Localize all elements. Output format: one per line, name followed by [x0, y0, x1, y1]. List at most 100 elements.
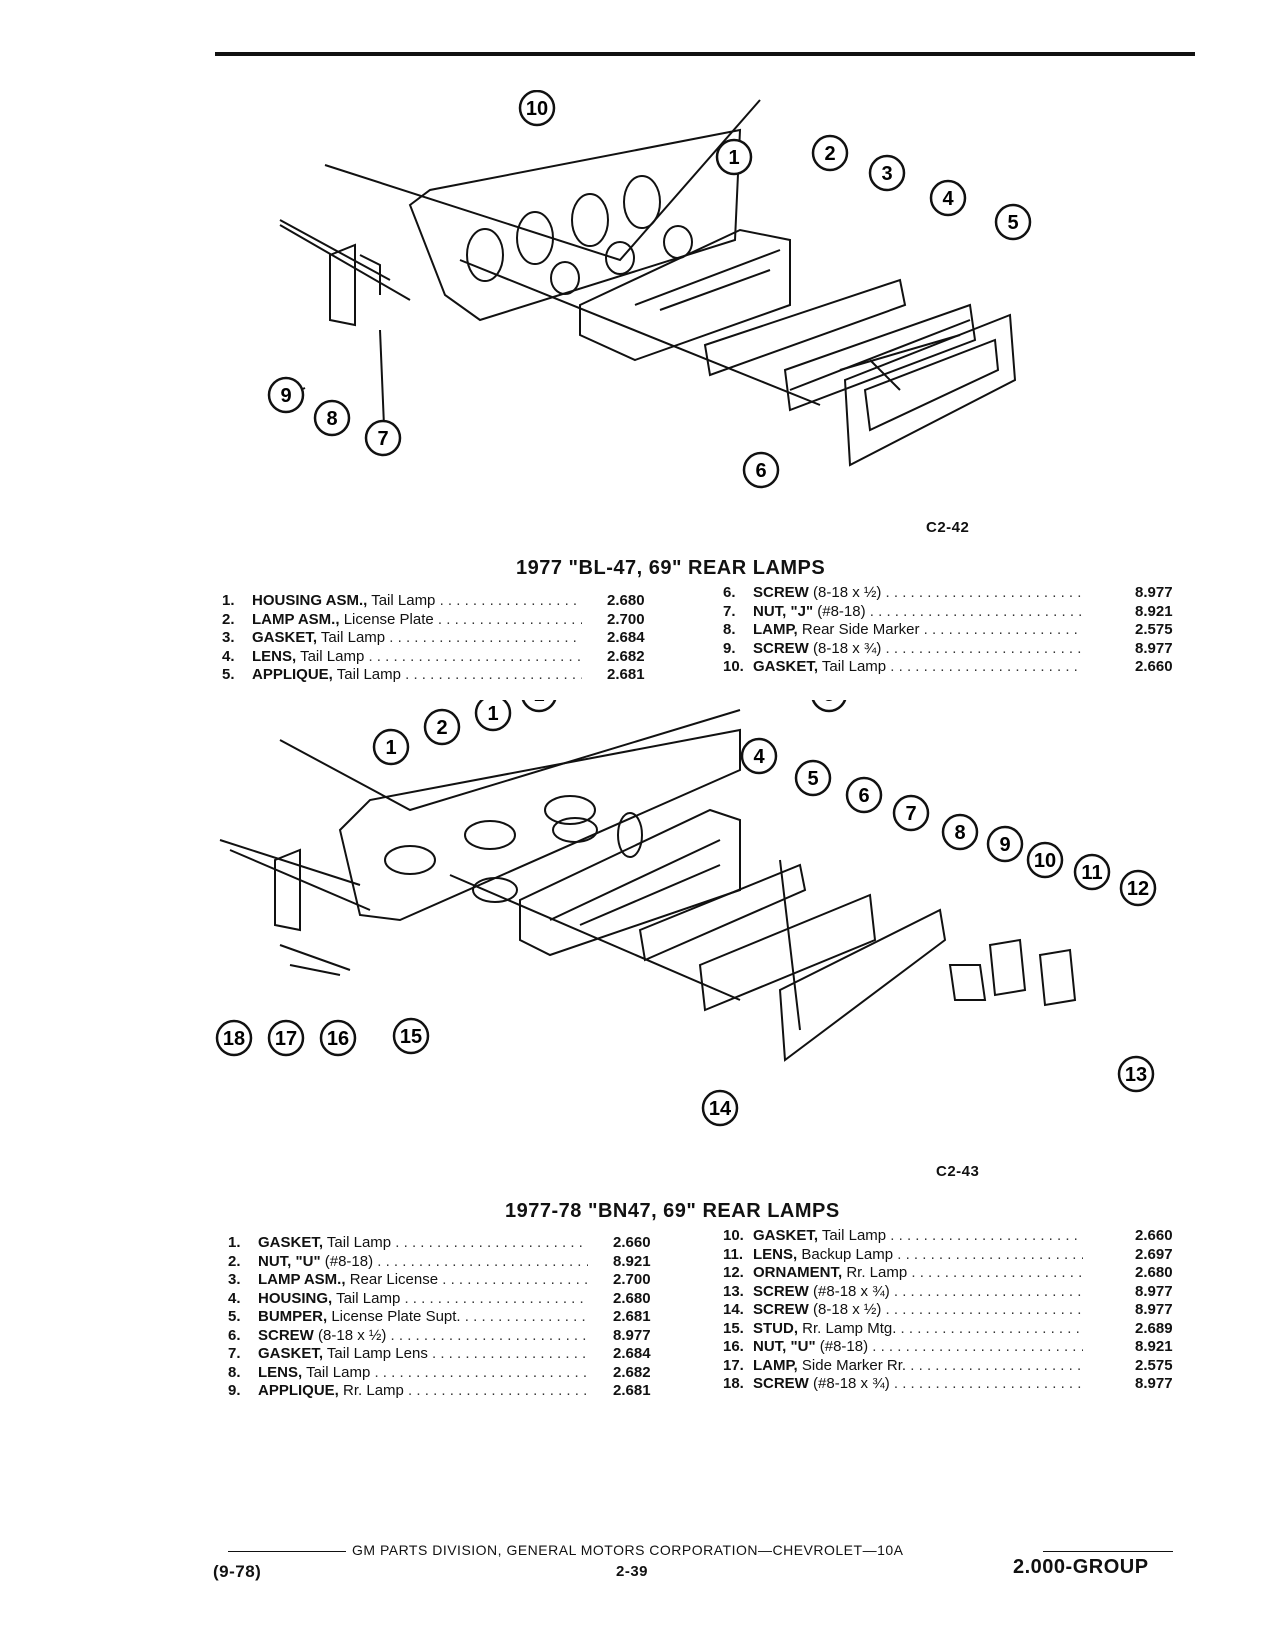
part-description: HOUSING ASM., Tail Lamp . . . . . . . . …	[252, 592, 582, 609]
part-detail: (8-18 x ¾)	[813, 639, 882, 657]
part-name: SCREW	[258, 1326, 314, 1344]
group-number: 8.921	[1135, 1338, 1173, 1355]
part-name: LENS,	[753, 1245, 798, 1263]
callout-4: 4	[753, 746, 765, 768]
callout-10: 10	[526, 98, 548, 120]
group-code: 2.000-GROUP	[1013, 1556, 1149, 1578]
part-row: 12.ORNAMENT, Rr. Lamp . . . . . . . . . …	[723, 1264, 1193, 1282]
part-detail: (8-18 x ½)	[813, 584, 882, 601]
callout-5: 5	[1007, 212, 1018, 234]
part-detail: (#8-18 x ¾)	[813, 1282, 890, 1300]
part-detail: Tail Lamp	[821, 1227, 887, 1244]
part-row: 5.APPLIQUE, Tail Lamp . . . . . . . . . …	[222, 666, 692, 684]
figure-code-2: C2-43	[936, 1163, 980, 1180]
part-name: GASKET,	[258, 1234, 324, 1251]
part-name: HOUSING ASM.,	[252, 592, 368, 609]
part-number: 15.	[723, 1319, 744, 1337]
part-description: SCREW (8-18 x ½) . . . . . . . . . . . .…	[753, 584, 1083, 601]
part-name: GASKET,	[753, 1227, 819, 1244]
part-number: 12.	[723, 1264, 744, 1281]
callout-9: 9	[280, 385, 291, 407]
part-detail: Tail Lamp	[336, 1289, 401, 1307]
group-number: 2.700	[607, 610, 645, 628]
part-description: GASKET, Tail Lamp . . . . . . . . . . . …	[753, 658, 1083, 675]
part-number: 3.	[222, 629, 235, 646]
part-description: LENS, Tail Lamp . . . . . . . . . . . . …	[258, 1363, 588, 1381]
part-name: LAMP,	[753, 621, 798, 638]
callout-13: 13	[1125, 1064, 1147, 1086]
part-row: 2.LAMP ASM., License Plate . . . . . . .…	[222, 611, 692, 629]
group-number: 2.682	[613, 1363, 651, 1381]
callout-6: 6	[755, 460, 766, 482]
group-number: 8.977	[1135, 1282, 1173, 1300]
part-number: 6.	[228, 1326, 241, 1344]
part-description: SCREW (#8-18 x ¾) . . . . . . . . . . . …	[753, 1282, 1083, 1300]
part-name: SCREW	[753, 1282, 809, 1300]
part-number: 1.	[228, 1234, 241, 1251]
part-name: ORNAMENT,	[753, 1264, 843, 1281]
part-description: NUT, "U" (#8-18) . . . . . . . . . . . .…	[258, 1252, 588, 1270]
callout-11: 11	[1081, 862, 1102, 884]
callout-4: 4	[942, 188, 954, 210]
part-description: STUD, Rr. Lamp Mtg. . . . . . . . . . . …	[753, 1319, 1083, 1337]
part-detail: Rr. Lamp	[343, 1382, 404, 1399]
callout-2: 2	[824, 143, 835, 165]
group-number: 8.977	[1135, 1375, 1173, 1392]
figure-code-1: C2-42	[926, 519, 970, 536]
group-number: 2.697	[1135, 1245, 1173, 1263]
part-number: 10.	[723, 1227, 744, 1244]
part-name: STUD,	[753, 1319, 798, 1337]
part-name: GASKET,	[753, 658, 819, 675]
group-number: 8.921	[613, 1252, 651, 1270]
part-description: SCREW (8-18 x ¾) . . . . . . . . . . . .…	[753, 639, 1083, 657]
part-number: 17.	[723, 1356, 744, 1374]
part-description: BUMPER, License Plate Supt. . . . . . . …	[258, 1308, 588, 1325]
part-description: GASKET, Tail Lamp . . . . . . . . . . . …	[753, 1227, 1083, 1244]
part-number: 2.	[222, 610, 235, 628]
part-number: 4.	[222, 647, 235, 665]
callout-9: 9	[999, 834, 1010, 856]
part-detail: Tail Lamp	[320, 629, 386, 646]
part-name: SCREW	[753, 639, 809, 657]
part-name: NUT, "J"	[753, 602, 814, 620]
part-detail: Tail Lamp	[326, 1234, 392, 1251]
part-number: 7.	[723, 602, 736, 620]
part-detail: (#8-18)	[324, 1252, 374, 1270]
part-number: 14.	[723, 1301, 744, 1318]
part-detail: Tail Lamp	[821, 658, 887, 675]
part-row: 16.NUT, "U" (#8-18) . . . . . . . . . . …	[723, 1338, 1193, 1356]
group-number: 2.684	[607, 629, 645, 646]
callout-1a: 1	[385, 737, 396, 759]
rear-lamp-diagram-2: 1 2 1 1 3 4 5 6 7 8 9 10 11 12 13 14 15 …	[215, 700, 1157, 1127]
part-description: LAMP, Side Marker Rr. . . . . . . . . . …	[753, 1356, 1083, 1374]
part-name: HOUSING,	[258, 1289, 333, 1307]
callout-8: 8	[954, 822, 965, 844]
callout-14: 14	[709, 1098, 732, 1120]
part-name: SCREW	[753, 584, 809, 601]
part-number: 6.	[723, 584, 736, 601]
part-detail: Side Marker Rr.	[801, 1356, 907, 1374]
callout-2: 2	[436, 717, 447, 739]
part-detail: Tail Lamp	[371, 592, 436, 609]
part-detail: (#8-18)	[819, 1338, 869, 1355]
part-detail: Rear License	[349, 1271, 439, 1288]
callout-3: 3	[881, 163, 892, 185]
callout-5: 5	[807, 768, 818, 790]
group-number: 2.680	[1135, 1264, 1173, 1281]
part-number: 9.	[228, 1382, 241, 1399]
part-number: 5.	[228, 1308, 241, 1325]
part-description: SCREW (8-18 x ½) . . . . . . . . . . . .…	[258, 1326, 588, 1344]
part-row: 14.SCREW (8-18 x ½) . . . . . . . . . . …	[723, 1301, 1193, 1319]
part-name: LAMP ASM.,	[252, 610, 340, 628]
part-detail: (8-18 x ½)	[318, 1326, 387, 1344]
part-detail: Rr. Lamp	[846, 1264, 908, 1281]
group-number: 2.660	[1135, 1227, 1173, 1244]
part-number: 3.	[228, 1271, 241, 1288]
part-name: SCREW	[753, 1301, 809, 1318]
part-detail: License Plate Supt.	[331, 1308, 461, 1325]
part-row: 5. BUMPER, License Plate Supt. . . . . . …	[228, 1308, 698, 1326]
group-number: 2.684	[613, 1345, 651, 1362]
section-title-2: 1977-78 "BN47, 69" REAR LAMPS	[505, 1200, 840, 1222]
callout-1: 1	[728, 147, 739, 169]
group-number: 2.689	[1135, 1319, 1173, 1337]
